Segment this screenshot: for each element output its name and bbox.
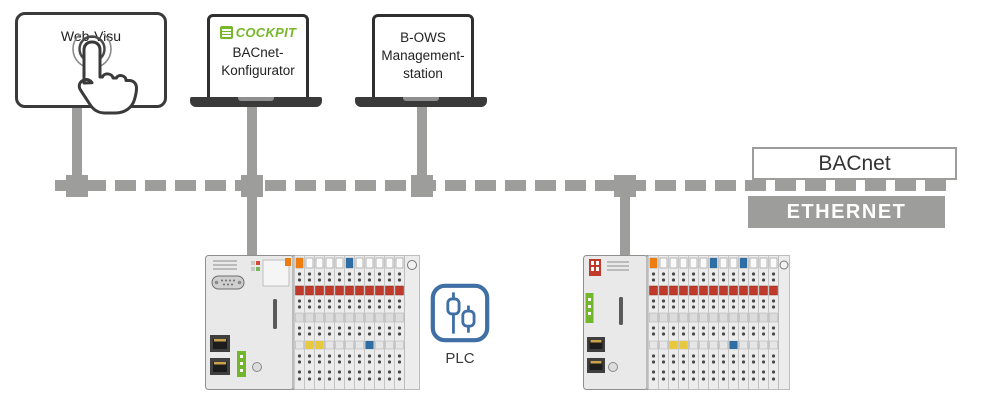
cockpit-logo: COCKPIT: [219, 25, 297, 40]
laptop-notch: [238, 97, 274, 101]
configurator-label-line2: Konfigurator: [221, 63, 295, 78]
laptop-configurator-base: [190, 97, 322, 107]
bus-node-plc-right: [614, 175, 636, 197]
bows-label-line3: station: [403, 66, 443, 81]
bows-drop-line: [417, 106, 427, 182]
bacnet-label-box: BACnet: [752, 147, 957, 180]
plc-left-device: [205, 255, 420, 390]
cockpit-logo-text: COCKPIT: [235, 25, 297, 40]
bus-node-tablet: [66, 175, 88, 197]
plc-icon-label: PLC: [445, 350, 475, 367]
bus-node-configurator: [241, 175, 263, 197]
plc-icon: [430, 283, 490, 343]
bows-label-line2: Management-: [381, 48, 465, 63]
laptop-notch: [403, 97, 439, 101]
bows-label-line1: B-OWS: [400, 30, 446, 45]
plc-right-device: [583, 255, 790, 390]
laptop-bows-base: [355, 97, 487, 107]
laptop-bows-screen: B-OWS Management- station: [372, 14, 474, 100]
bus-node-bows: [411, 175, 433, 197]
bacnet-label: BACnet: [818, 151, 891, 175]
ethernet-bus-line: [55, 180, 950, 191]
hand-touch-icon: [72, 34, 138, 115]
plc-right-drop-line: [620, 186, 630, 258]
ethernet-label-box: ETHERNET: [748, 196, 945, 228]
tablet-drop-line: [72, 100, 82, 182]
laptop-configurator-screen: COCKPIT BACnet- Konfigurator: [207, 14, 309, 100]
configurator-label-line1: BACnet-: [232, 45, 284, 60]
ethernet-label: ETHERNET: [786, 200, 907, 223]
cockpit-logo-icon: [219, 26, 233, 39]
